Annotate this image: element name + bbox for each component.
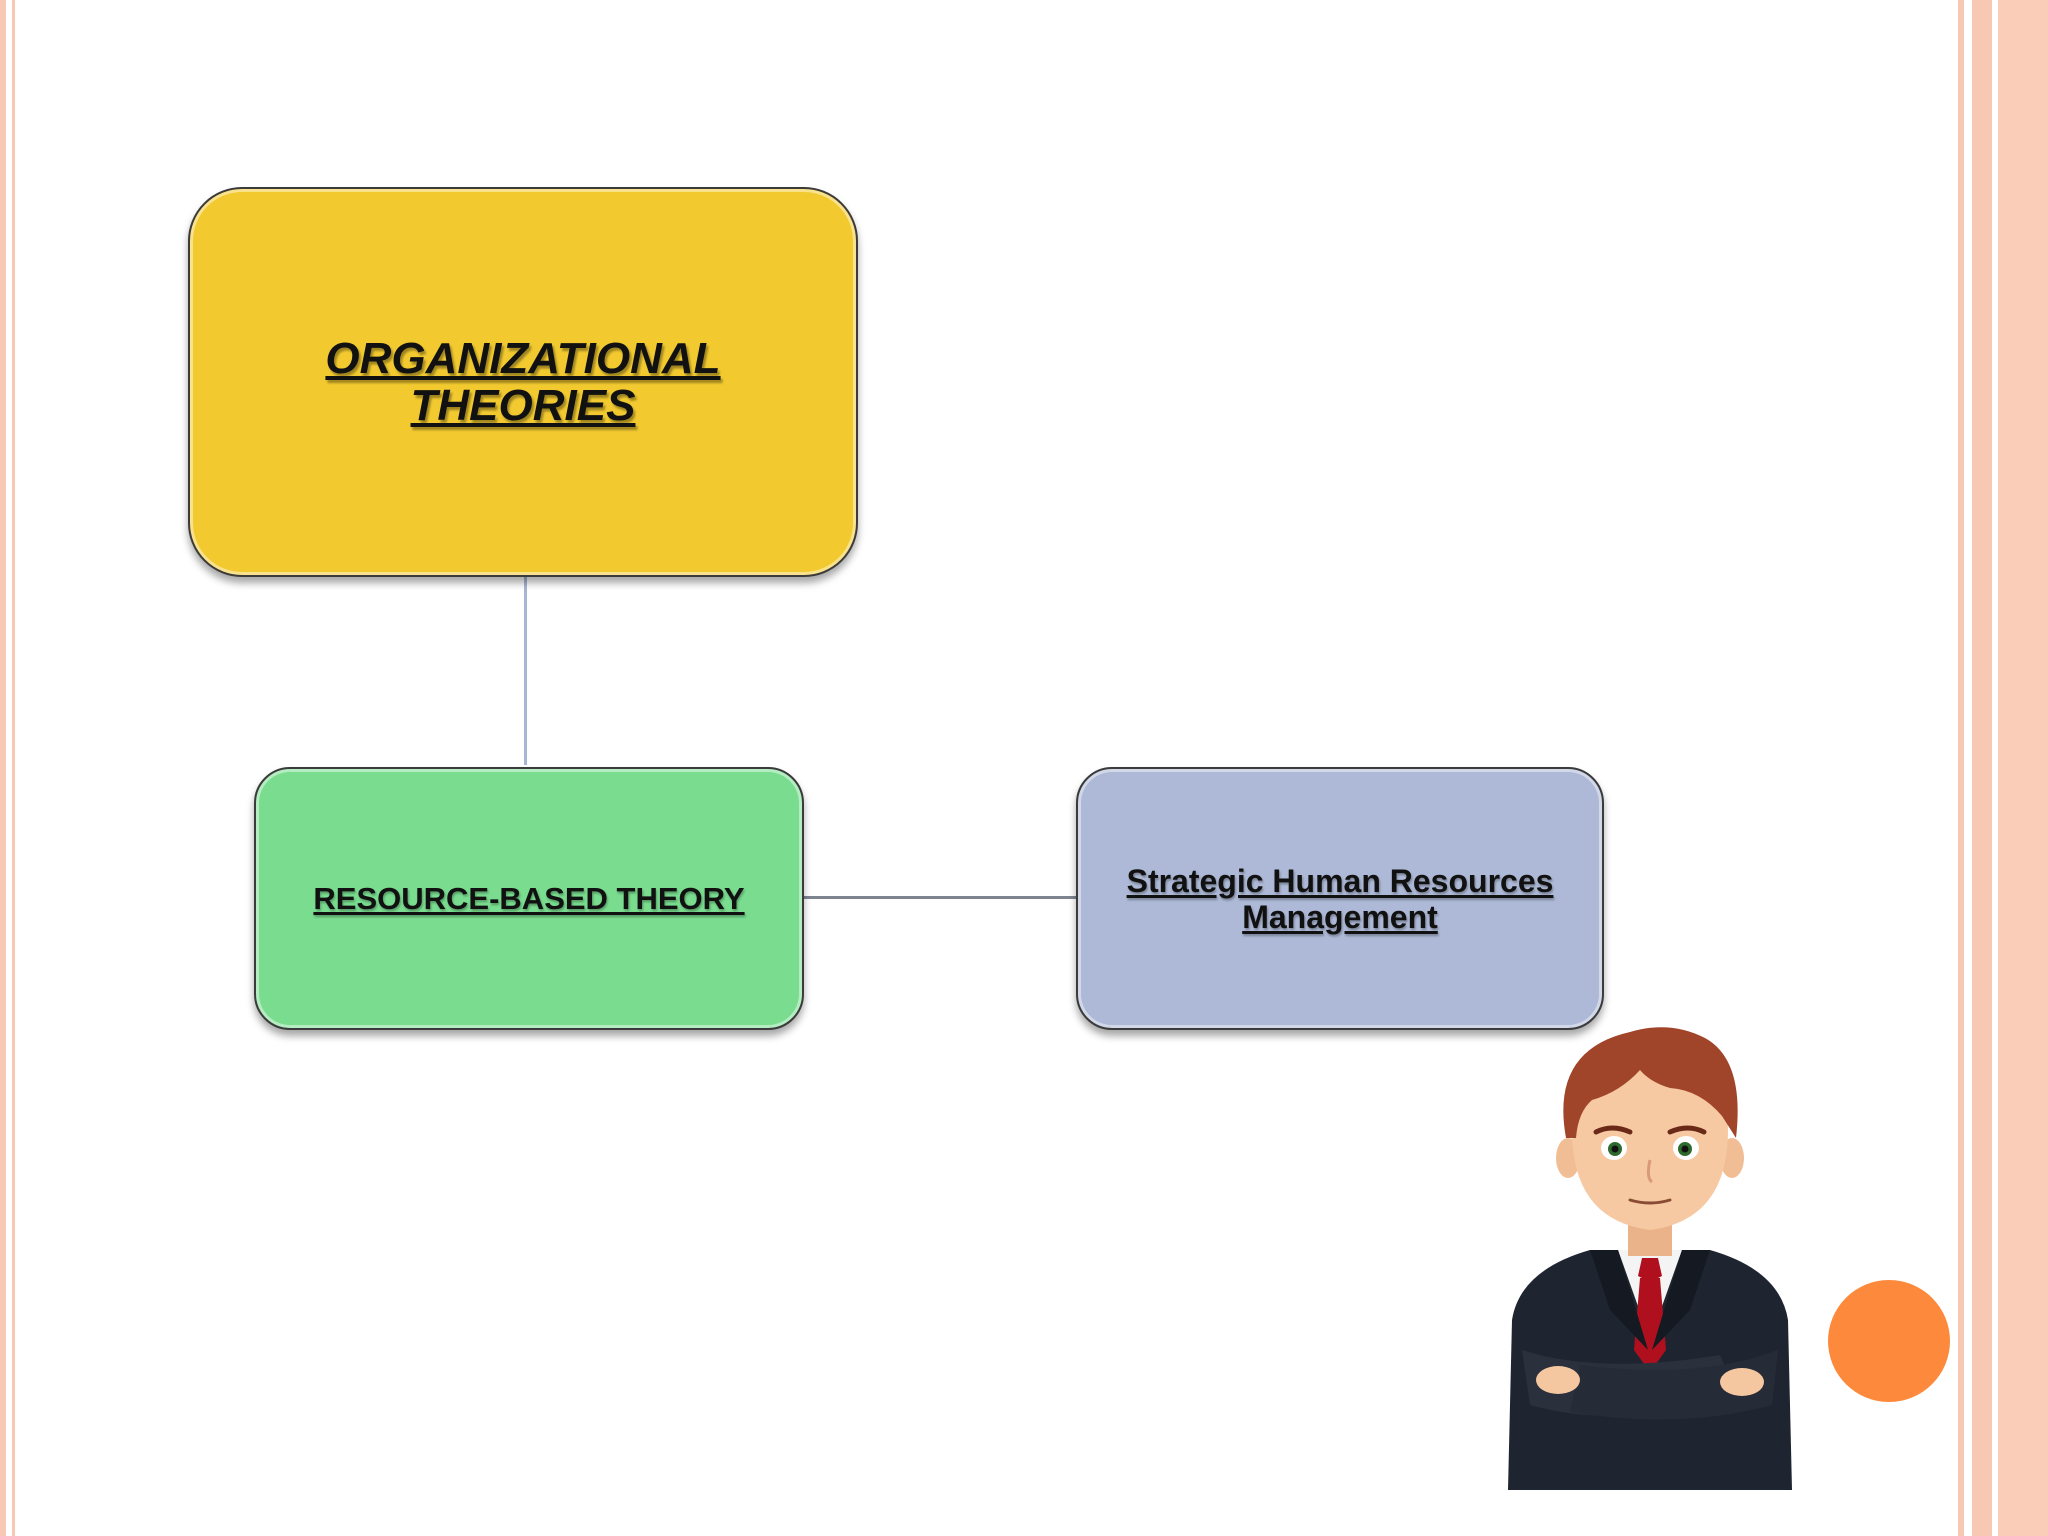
node-strategic-hrm-label: Strategic Human Resources Management xyxy=(1126,862,1554,935)
orange-accent-circle xyxy=(1828,1280,1950,1402)
node-organizational-theories: ORGANIZATIONAL THEORIES xyxy=(188,187,858,577)
slide-border-right-inner xyxy=(1958,0,1964,1536)
slide-border-left-inner xyxy=(12,0,15,1536)
businessman-arms-crossed-icon xyxy=(1508,1027,1792,1490)
slide-border-right-middle xyxy=(1972,0,1992,1536)
slide-border-right-outer xyxy=(1998,0,2048,1536)
node-organizational-theories-label: ORGANIZATIONAL THEORIES xyxy=(325,334,721,430)
connector-org-to-rbt xyxy=(524,575,527,765)
node-resource-based-theory: RESOURCE-BASED THEORY xyxy=(254,767,804,1030)
slide-border-left-outer xyxy=(0,0,6,1536)
node-strategic-hrm: Strategic Human Resources Management xyxy=(1076,767,1604,1030)
connector-rbt-to-shrm xyxy=(804,896,1078,899)
node-resource-based-theory-label: RESOURCE-BASED THEORY xyxy=(313,880,745,916)
